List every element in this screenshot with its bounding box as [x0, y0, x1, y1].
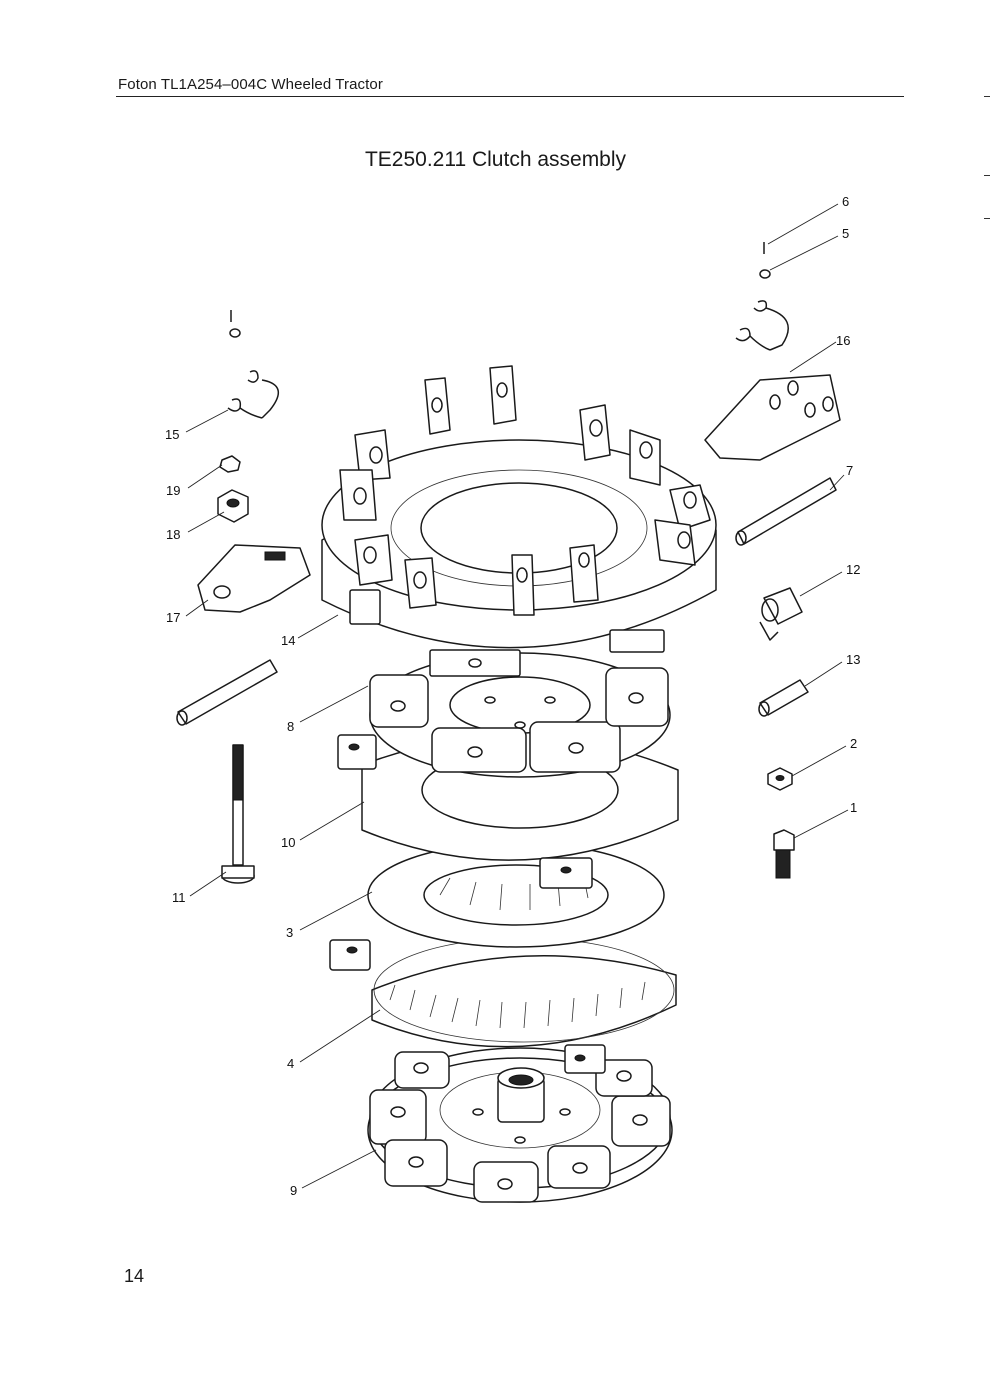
part-8-friction-disc: [369, 652, 671, 778]
part-17-release-lever: [197, 544, 311, 613]
document-header: Foton TL1A254–004C Wheeled Tractor: [118, 76, 383, 93]
callout-label: 9: [290, 1183, 297, 1198]
part-16-return-spring-right: [735, 300, 789, 351]
callout-label: 6: [842, 194, 849, 209]
callout-label: 2: [850, 736, 857, 751]
callout-label: 5: [842, 226, 849, 241]
part-13-pin: [758, 679, 809, 717]
page-number: 14: [124, 1266, 145, 1286]
edge-mark: [984, 218, 990, 219]
callout-label: 18: [166, 527, 180, 542]
leader-lines: [185, 203, 849, 1189]
part-4-spring-plate: [329, 937, 677, 1074]
part-pin-left: [176, 659, 278, 726]
callout-label: 4: [287, 1056, 294, 1071]
part-12-bushing: [759, 587, 803, 641]
header-rule: [116, 96, 904, 97]
callout-label: 16: [836, 333, 850, 348]
part-15-return-spring-left: [227, 310, 279, 419]
part-5-washer: [759, 269, 771, 279]
part-11-bolt: [221, 744, 255, 884]
callout-label: 8: [287, 719, 294, 734]
part-2-nut: [767, 767, 793, 791]
callout-label: 15: [165, 427, 179, 442]
callout-label: 10: [281, 835, 295, 850]
edge-mark: [984, 175, 990, 176]
callout-label: 7: [846, 463, 853, 478]
part-19-nut: [219, 455, 241, 473]
part-bracket-right: [704, 374, 841, 461]
callout-label: 13: [846, 652, 860, 667]
edge-mark: [984, 96, 990, 97]
part-7-pin: [735, 477, 837, 546]
callout-label: 14: [281, 633, 295, 648]
callout-label: 11: [172, 890, 186, 905]
callout-labels: 6 5 16 15 19 18 17 14 7 12 13 8 2 1 10 1…: [165, 194, 860, 1198]
callout-label: 3: [286, 925, 293, 940]
part-9-driven-disc: [367, 1047, 673, 1203]
callout-label: 12: [846, 562, 860, 577]
callout-label: 1: [850, 800, 857, 815]
part-14-clutch-cover: [321, 365, 717, 677]
diagram-title: TE250.211 Clutch assembly: [364, 148, 627, 171]
part-18-lock-nut: [217, 489, 249, 523]
callout-label: 19: [166, 483, 180, 498]
callout-label: 17: [166, 610, 180, 625]
part-1-stud: [773, 829, 795, 879]
